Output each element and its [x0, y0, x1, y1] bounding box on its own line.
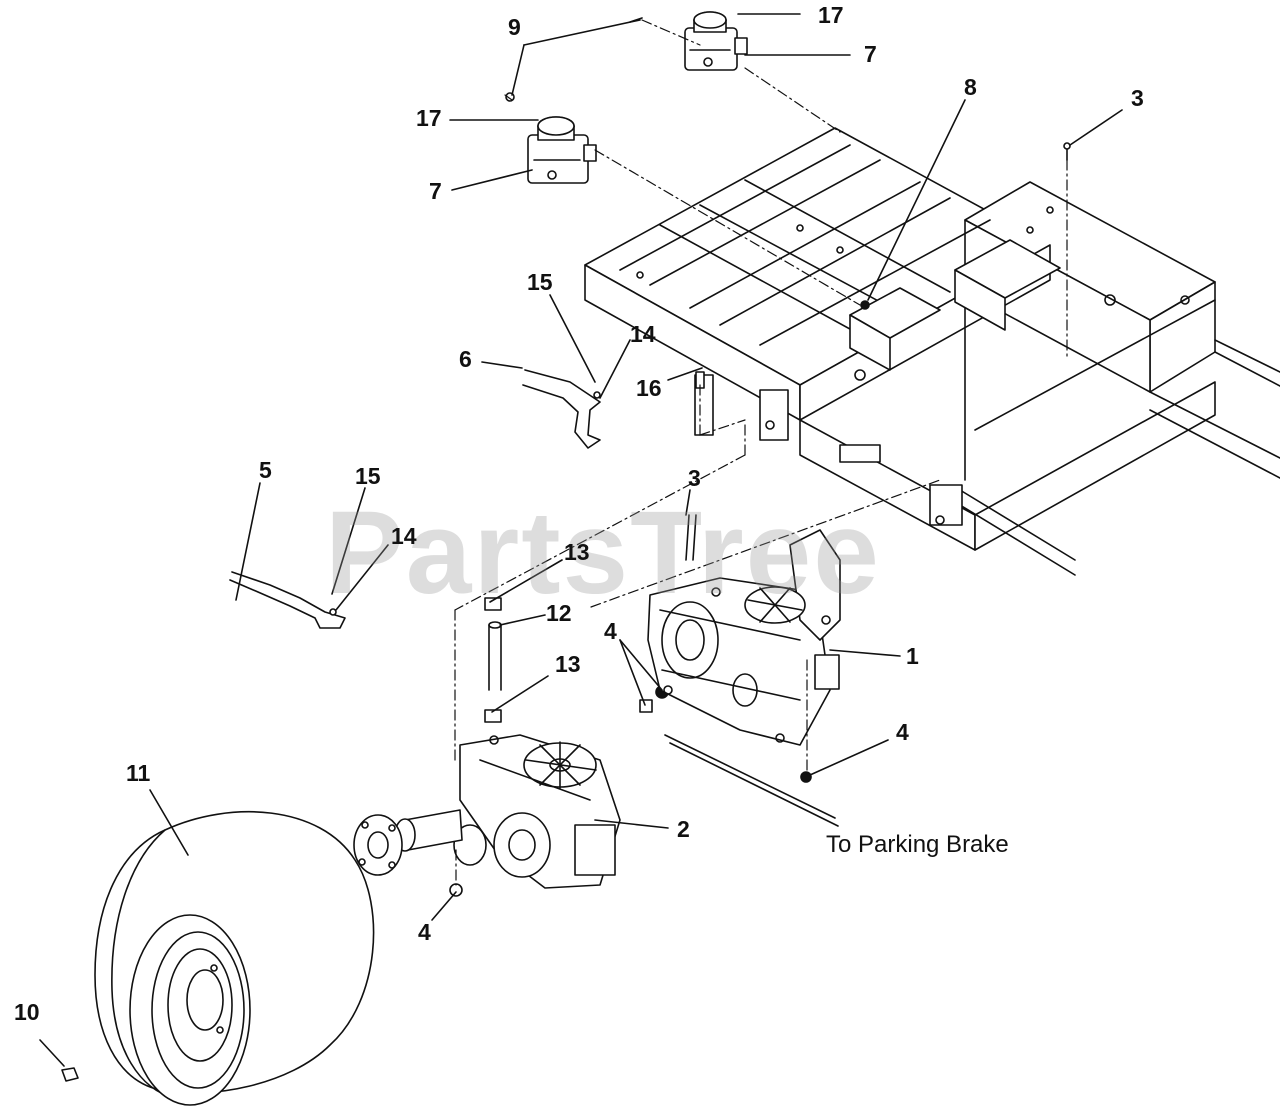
callout-1: 1 [906, 643, 919, 669]
callout-6: 6 [459, 346, 472, 372]
callout-9: 9 [508, 14, 521, 40]
callout-13-lower: 13 [555, 651, 581, 677]
callout-11: 11 [126, 760, 151, 786]
damper-lower [527, 116, 597, 184]
callout-13-upper: 13 [564, 539, 590, 565]
callout-14-lower: 14 [391, 523, 417, 549]
callout-3-upper: 3 [1131, 85, 1144, 111]
callout-12: 12 [546, 600, 572, 626]
lever-6 [522, 369, 601, 449]
callout-8: 8 [964, 74, 977, 100]
lever-5 [229, 571, 346, 629]
transmission-left [353, 734, 621, 889]
callout-15-lower: 15 [355, 463, 381, 489]
frame-chassis [584, 127, 1280, 576]
transmission-right [647, 529, 841, 746]
callout-7-lower: 7 [429, 178, 442, 204]
rear-tire [94, 811, 375, 1106]
callout-3-lower: 3 [688, 465, 701, 491]
parking-brake-note: To Parking Brake [826, 831, 1009, 858]
callout-14-upper: 14 [630, 321, 656, 347]
leader-lines [39, 13, 1123, 1067]
callout-15-upper: 15 [527, 269, 553, 295]
callout-17-lower: 17 [416, 105, 442, 131]
callout-4-right: 4 [896, 719, 909, 745]
callout-16: 16 [636, 375, 662, 401]
callout-7-upper: 7 [864, 41, 877, 67]
watermark: PartsTree [325, 487, 881, 619]
callout-17-upper: 17 [818, 2, 844, 28]
callout-4-lower: 4 [418, 919, 431, 945]
callout-2: 2 [677, 816, 690, 842]
callout-10: 10 [14, 999, 40, 1025]
callout-4-upper: 4 [604, 618, 617, 644]
callout-5: 5 [259, 457, 272, 483]
parking-brake-rod [664, 734, 839, 827]
damper-upper [684, 11, 748, 71]
assembly-lines [454, 19, 1068, 886]
